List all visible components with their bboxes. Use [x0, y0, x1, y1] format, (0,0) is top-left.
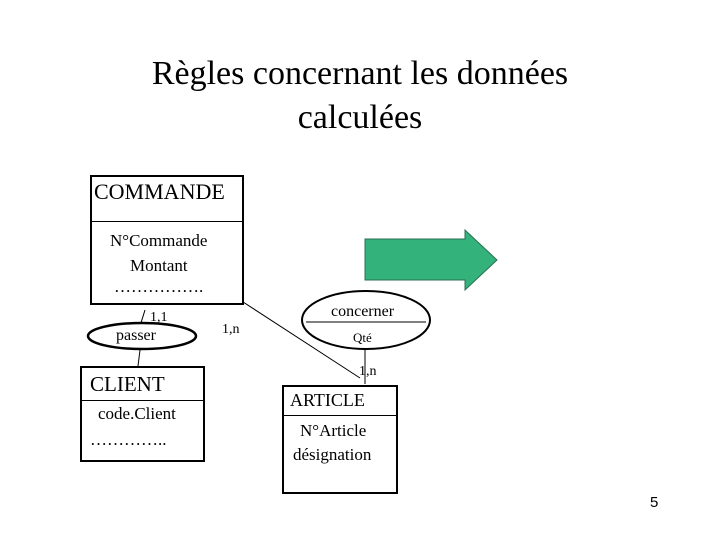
page-number: 5 — [650, 494, 659, 511]
cardinality-commande-concerner: 1,n — [222, 322, 240, 337]
entity-commande-divider — [92, 221, 242, 222]
slide-title-line1: Règles concernant les données — [151, 55, 569, 92]
entity-article: ARTICLE N°Article désignation — [282, 385, 398, 494]
entity-commande-name: COMMANDE — [94, 179, 225, 204]
entity-commande: COMMANDE N°Commande Montant ……………. — [90, 175, 244, 305]
passer-ellipse — [86, 321, 198, 351]
client-attr-code: code.Client — [98, 404, 176, 423]
cardinality-commande-passer: 1,1 — [150, 310, 168, 325]
slide-title-line2: calculées — [297, 99, 423, 136]
entity-article-divider — [284, 415, 396, 416]
association-passer-label: passer — [116, 327, 156, 344]
article-attr-designation: désignation — [293, 445, 372, 464]
commande-attr-ellipsis: ……………. — [114, 277, 204, 296]
entity-client-name: CLIENT — [90, 372, 165, 396]
entity-client-divider — [82, 400, 203, 401]
link-commande-concerner — [239, 299, 361, 379]
entity-client: CLIENT code.Client ………….. — [80, 366, 205, 462]
article-attr-numero: N°Article — [300, 421, 367, 440]
association-concerner-label: concerner — [331, 303, 395, 320]
commande-attr-montant: Montant — [130, 256, 188, 275]
cardinality-article-concerner: 1,n — [359, 364, 377, 379]
link-passer-client — [137, 349, 141, 367]
concerner-ellipse — [301, 290, 431, 350]
association-concerner-attr: Qté — [353, 330, 372, 345]
slide-title: Règles concernant les données calculées — [60, 52, 660, 140]
commande-attr-numero: N°Commande — [110, 231, 208, 250]
entity-article-name: ARTICLE — [290, 390, 365, 410]
client-attr-ellipsis: ………….. — [90, 430, 167, 449]
green-arrow — [364, 228, 498, 292]
